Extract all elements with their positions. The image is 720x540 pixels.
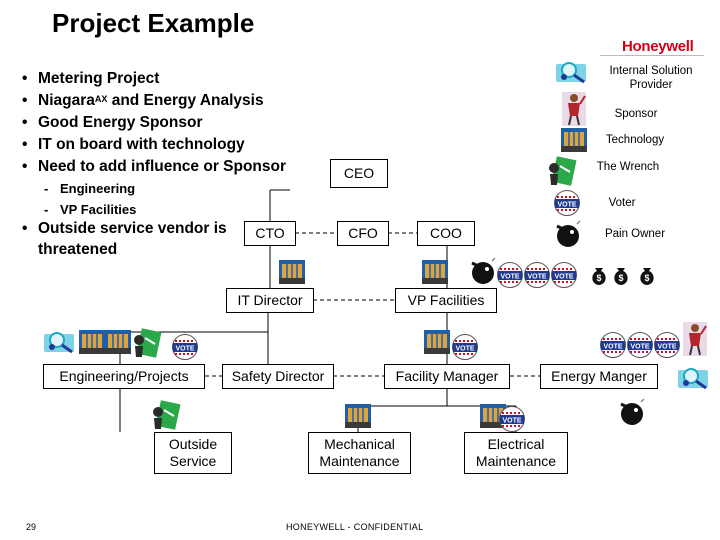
money-bag-icon: $	[592, 268, 606, 285]
vote-button-icon: VOTE	[452, 334, 478, 360]
legend-technology: Technology	[605, 134, 665, 146]
svg-text:$: $	[618, 273, 623, 283]
vote-text: VOTE	[554, 274, 573, 281]
org-box-cto: CTO	[244, 221, 296, 246]
bullet-item: IT on board with technology	[22, 134, 286, 156]
page-number: 29	[26, 522, 37, 532]
vote-text: VOTE	[557, 202, 576, 209]
org-box-vp-facilities: VP Facilities	[395, 288, 497, 313]
org-box-it-director: IT Director	[226, 288, 314, 313]
technology-building-icon	[79, 330, 105, 354]
vote-button-icon: VOTE	[627, 332, 653, 358]
pain-owner-icon	[620, 398, 645, 425]
vote-button-icon: VOTE	[551, 262, 577, 288]
vote-text: VOTE	[502, 418, 521, 425]
org-box-coo: COO	[417, 221, 475, 246]
vote-text: VOTE	[455, 346, 474, 353]
magnifier-icon	[44, 332, 74, 354]
sub-bullet-list: Engineering VP Facilities	[44, 178, 136, 220]
technology-building-icon	[105, 330, 131, 354]
bullet-item: Good Energy Sponsor	[22, 112, 286, 134]
sub-bullet-item: Engineering	[44, 178, 136, 199]
vote-text: VOTE	[630, 344, 649, 351]
bullet-outside-vendor: •Outside service vendor is threatened	[22, 220, 227, 258]
legend-the-wrench: The Wrench	[596, 161, 660, 173]
org-box-cfo: CFO	[337, 221, 389, 246]
technology-building-icon	[345, 404, 371, 428]
org-box-ceo: CEO	[330, 159, 388, 188]
wrench-icon	[549, 156, 577, 186]
bullet-item: Metering Project	[22, 68, 286, 90]
vote-text: VOTE	[603, 344, 622, 351]
money-bag-icon: $	[640, 268, 654, 285]
org-box-energy-manger: Energy Manger	[540, 364, 658, 389]
vote-button-icon: VOTE	[554, 190, 580, 216]
vote-text: VOTE	[657, 344, 676, 351]
vote-button-icon: VOTE	[499, 406, 525, 432]
pain-owner-icon	[556, 220, 581, 247]
legend-internal-solution-provider: Internal Solution Provider	[609, 65, 693, 91]
technology-building-icon	[424, 330, 450, 354]
svg-text:$: $	[596, 273, 601, 283]
technology-building-icon	[561, 128, 587, 152]
org-box-engineering-projects: Engineering/Projects	[43, 364, 205, 389]
technology-building-icon	[279, 260, 305, 284]
magnifier-icon	[556, 62, 586, 84]
vote-button-icon: VOTE	[654, 332, 680, 358]
honeywell-logo: Honeywell	[622, 38, 694, 55]
vote-button-icon: VOTE	[497, 262, 523, 288]
legend-pain-owner: Pain Owner	[604, 228, 666, 240]
slide-title: Project Example	[52, 8, 255, 38]
magnifier-icon	[678, 368, 708, 390]
pain-owner-icon	[471, 257, 496, 284]
technology-building-icon	[422, 260, 448, 284]
sponsor-figure-icon	[562, 92, 586, 126]
org-box-mechanical-maintenance: Mechanical Maintenance	[308, 432, 411, 474]
vote-button-icon: VOTE	[600, 332, 626, 358]
wrench-icon	[134, 328, 162, 358]
vote-button-icon: VOTE	[524, 262, 550, 288]
org-box-facility-manager: Facility Manager	[384, 364, 510, 389]
bullet-item: NiagaraAX and Energy Analysis	[22, 90, 286, 112]
sponsor-figure-icon	[683, 322, 707, 356]
org-box-safety-director: Safety Director	[222, 364, 334, 389]
confidential-footer: HONEYWELL - CONFIDENTIAL	[286, 522, 424, 532]
bullet-list: Metering Project NiagaraAX and Energy An…	[22, 68, 286, 178]
wrench-icon	[153, 400, 181, 430]
svg-text:$: $	[644, 273, 649, 283]
sub-bullet-item: VP Facilities	[44, 199, 136, 220]
logo-divider	[600, 55, 704, 56]
legend-voter: Voter	[608, 197, 636, 209]
vote-text: VOTE	[527, 274, 546, 281]
org-box-outside-service: Outside Service	[154, 432, 232, 474]
bullet-item: Need to add influence or Sponsor	[22, 156, 286, 178]
legend-sponsor: Sponsor	[614, 108, 658, 120]
vote-button-icon: VOTE	[172, 334, 198, 360]
vote-text: VOTE	[175, 346, 194, 353]
org-box-electrical-maintenance: Electrical Maintenance	[464, 432, 568, 474]
vote-text: VOTE	[500, 274, 519, 281]
money-bag-icon: $	[614, 268, 628, 285]
